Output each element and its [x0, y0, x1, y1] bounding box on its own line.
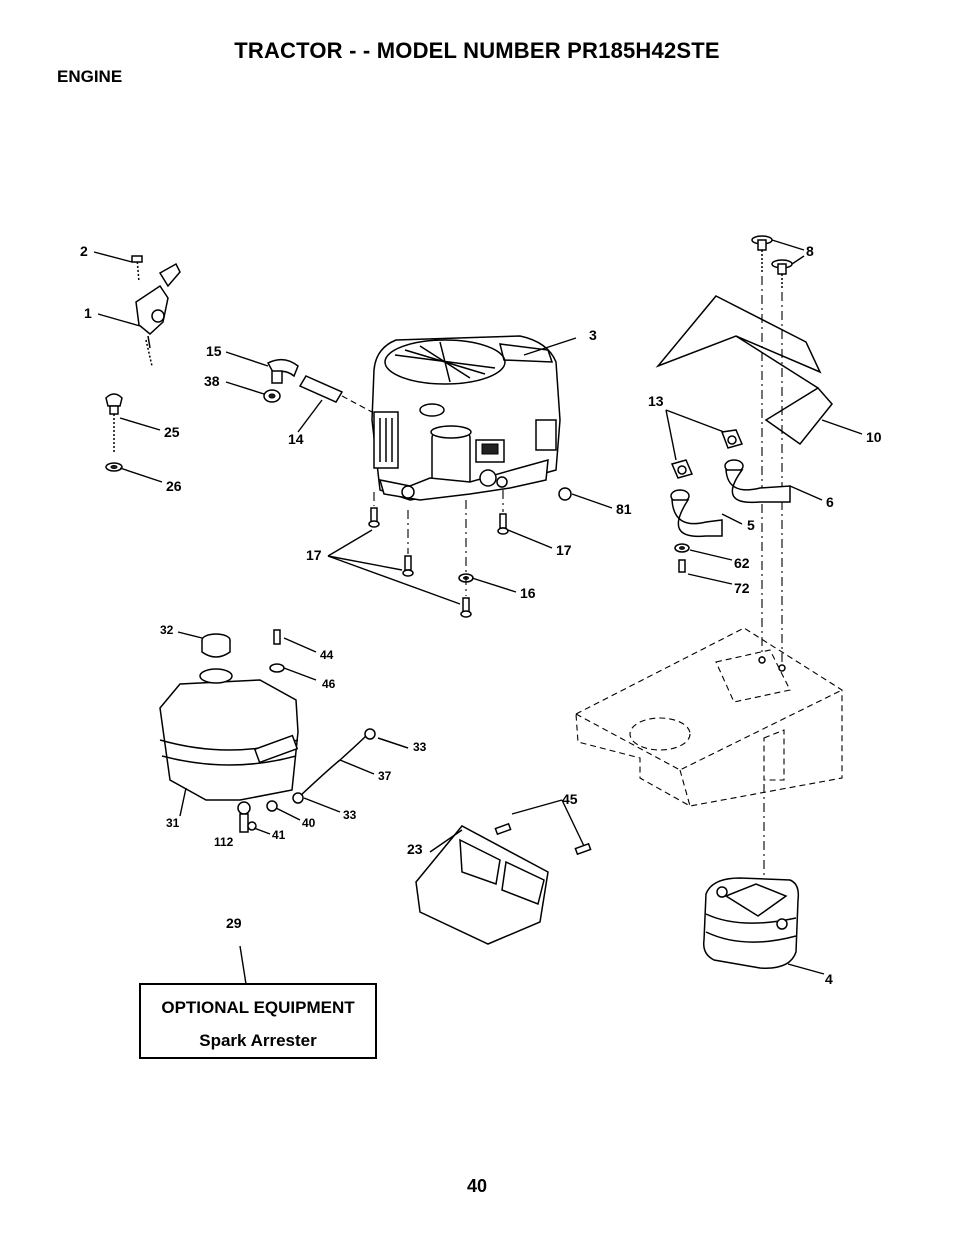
callout-14: 14 [288, 431, 304, 447]
callout-16: 16 [520, 585, 536, 601]
callout-23: 23 [407, 841, 423, 857]
callout-62: 62 [734, 555, 750, 571]
tank-outlet-fittings [237, 800, 278, 833]
callout-2: 2 [80, 243, 88, 259]
callout-46: 46 [322, 677, 336, 691]
deflector-plate [415, 825, 549, 945]
engine-mount-bolts [368, 507, 509, 618]
throttle-control-bracket [131, 255, 181, 367]
muffler [702, 877, 800, 969]
exhaust-washer [674, 543, 690, 553]
exhaust-pipe-right [724, 459, 791, 504]
callout-37: 37 [378, 769, 392, 783]
callout-45: 45 [562, 791, 578, 807]
callout-31: 31 [166, 816, 180, 830]
leader-lines [93, 239, 863, 985]
callout-32: 32 [160, 623, 174, 637]
fuel-line-and-clamps [292, 728, 376, 804]
callout-13: 13 [648, 393, 664, 409]
callout-25: 25 [164, 424, 180, 440]
page-title: TRACTOR - - MODEL NUMBER PR185H42STE [234, 38, 720, 63]
page-number: 40 [466, 1176, 488, 1196]
callout-81: 81 [616, 501, 632, 517]
callout-33-upper: 33 [413, 740, 427, 754]
exhaust-pipe-left [670, 489, 723, 538]
callout-8: 8 [806, 243, 814, 259]
deflector-bolts [494, 822, 592, 856]
tractor-frame [575, 627, 843, 807]
fuel-tank [159, 668, 299, 801]
callout-44: 44 [320, 648, 334, 662]
callout-26: 26 [166, 478, 182, 494]
callout-33-lower: 33 [343, 808, 357, 822]
dipstick [105, 393, 123, 452]
optional-equipment-box: OPTIONAL EQUIPMENT Spark Arrester [139, 983, 377, 1059]
dipstick-tube-seal [105, 462, 123, 472]
callout-6: 6 [826, 494, 834, 510]
fuel-cap [201, 633, 231, 658]
muffler-heat-shield [655, 295, 833, 446]
exhaust-gaskets [670, 429, 744, 479]
optional-equipment-item: Spark Arrester [199, 1031, 317, 1050]
callout-72: 72 [734, 580, 750, 596]
callout-40: 40 [302, 816, 316, 830]
callout-1: 1 [84, 305, 92, 321]
callout-4: 4 [825, 971, 833, 987]
callout-29: 29 [226, 915, 242, 931]
fuel-hose-section [298, 375, 344, 403]
fuel-elbow-fitting [266, 358, 299, 384]
callout-15: 15 [206, 343, 222, 359]
callout-112: 112 [214, 835, 234, 849]
callout-3: 3 [589, 327, 597, 343]
callout-10: 10 [866, 429, 882, 445]
callout-17-left: 17 [306, 547, 322, 563]
exhaust-bolt [678, 559, 686, 573]
callout-5: 5 [747, 517, 755, 533]
callout-numbers: 1 2 3 4 5 6 8 10 13 14 15 16 17 17 23 25… [80, 243, 882, 987]
fuel-nut [263, 389, 281, 403]
callout-41: 41 [272, 828, 286, 842]
tank-screw-washer [269, 629, 285, 673]
engine-fitting [558, 487, 572, 501]
optional-equipment-heading: OPTIONAL EQUIPMENT [161, 998, 355, 1017]
callout-38: 38 [204, 373, 220, 389]
engine-assembly [371, 335, 561, 501]
callout-17-right: 17 [556, 542, 572, 558]
section-heading: ENGINE [57, 67, 123, 86]
